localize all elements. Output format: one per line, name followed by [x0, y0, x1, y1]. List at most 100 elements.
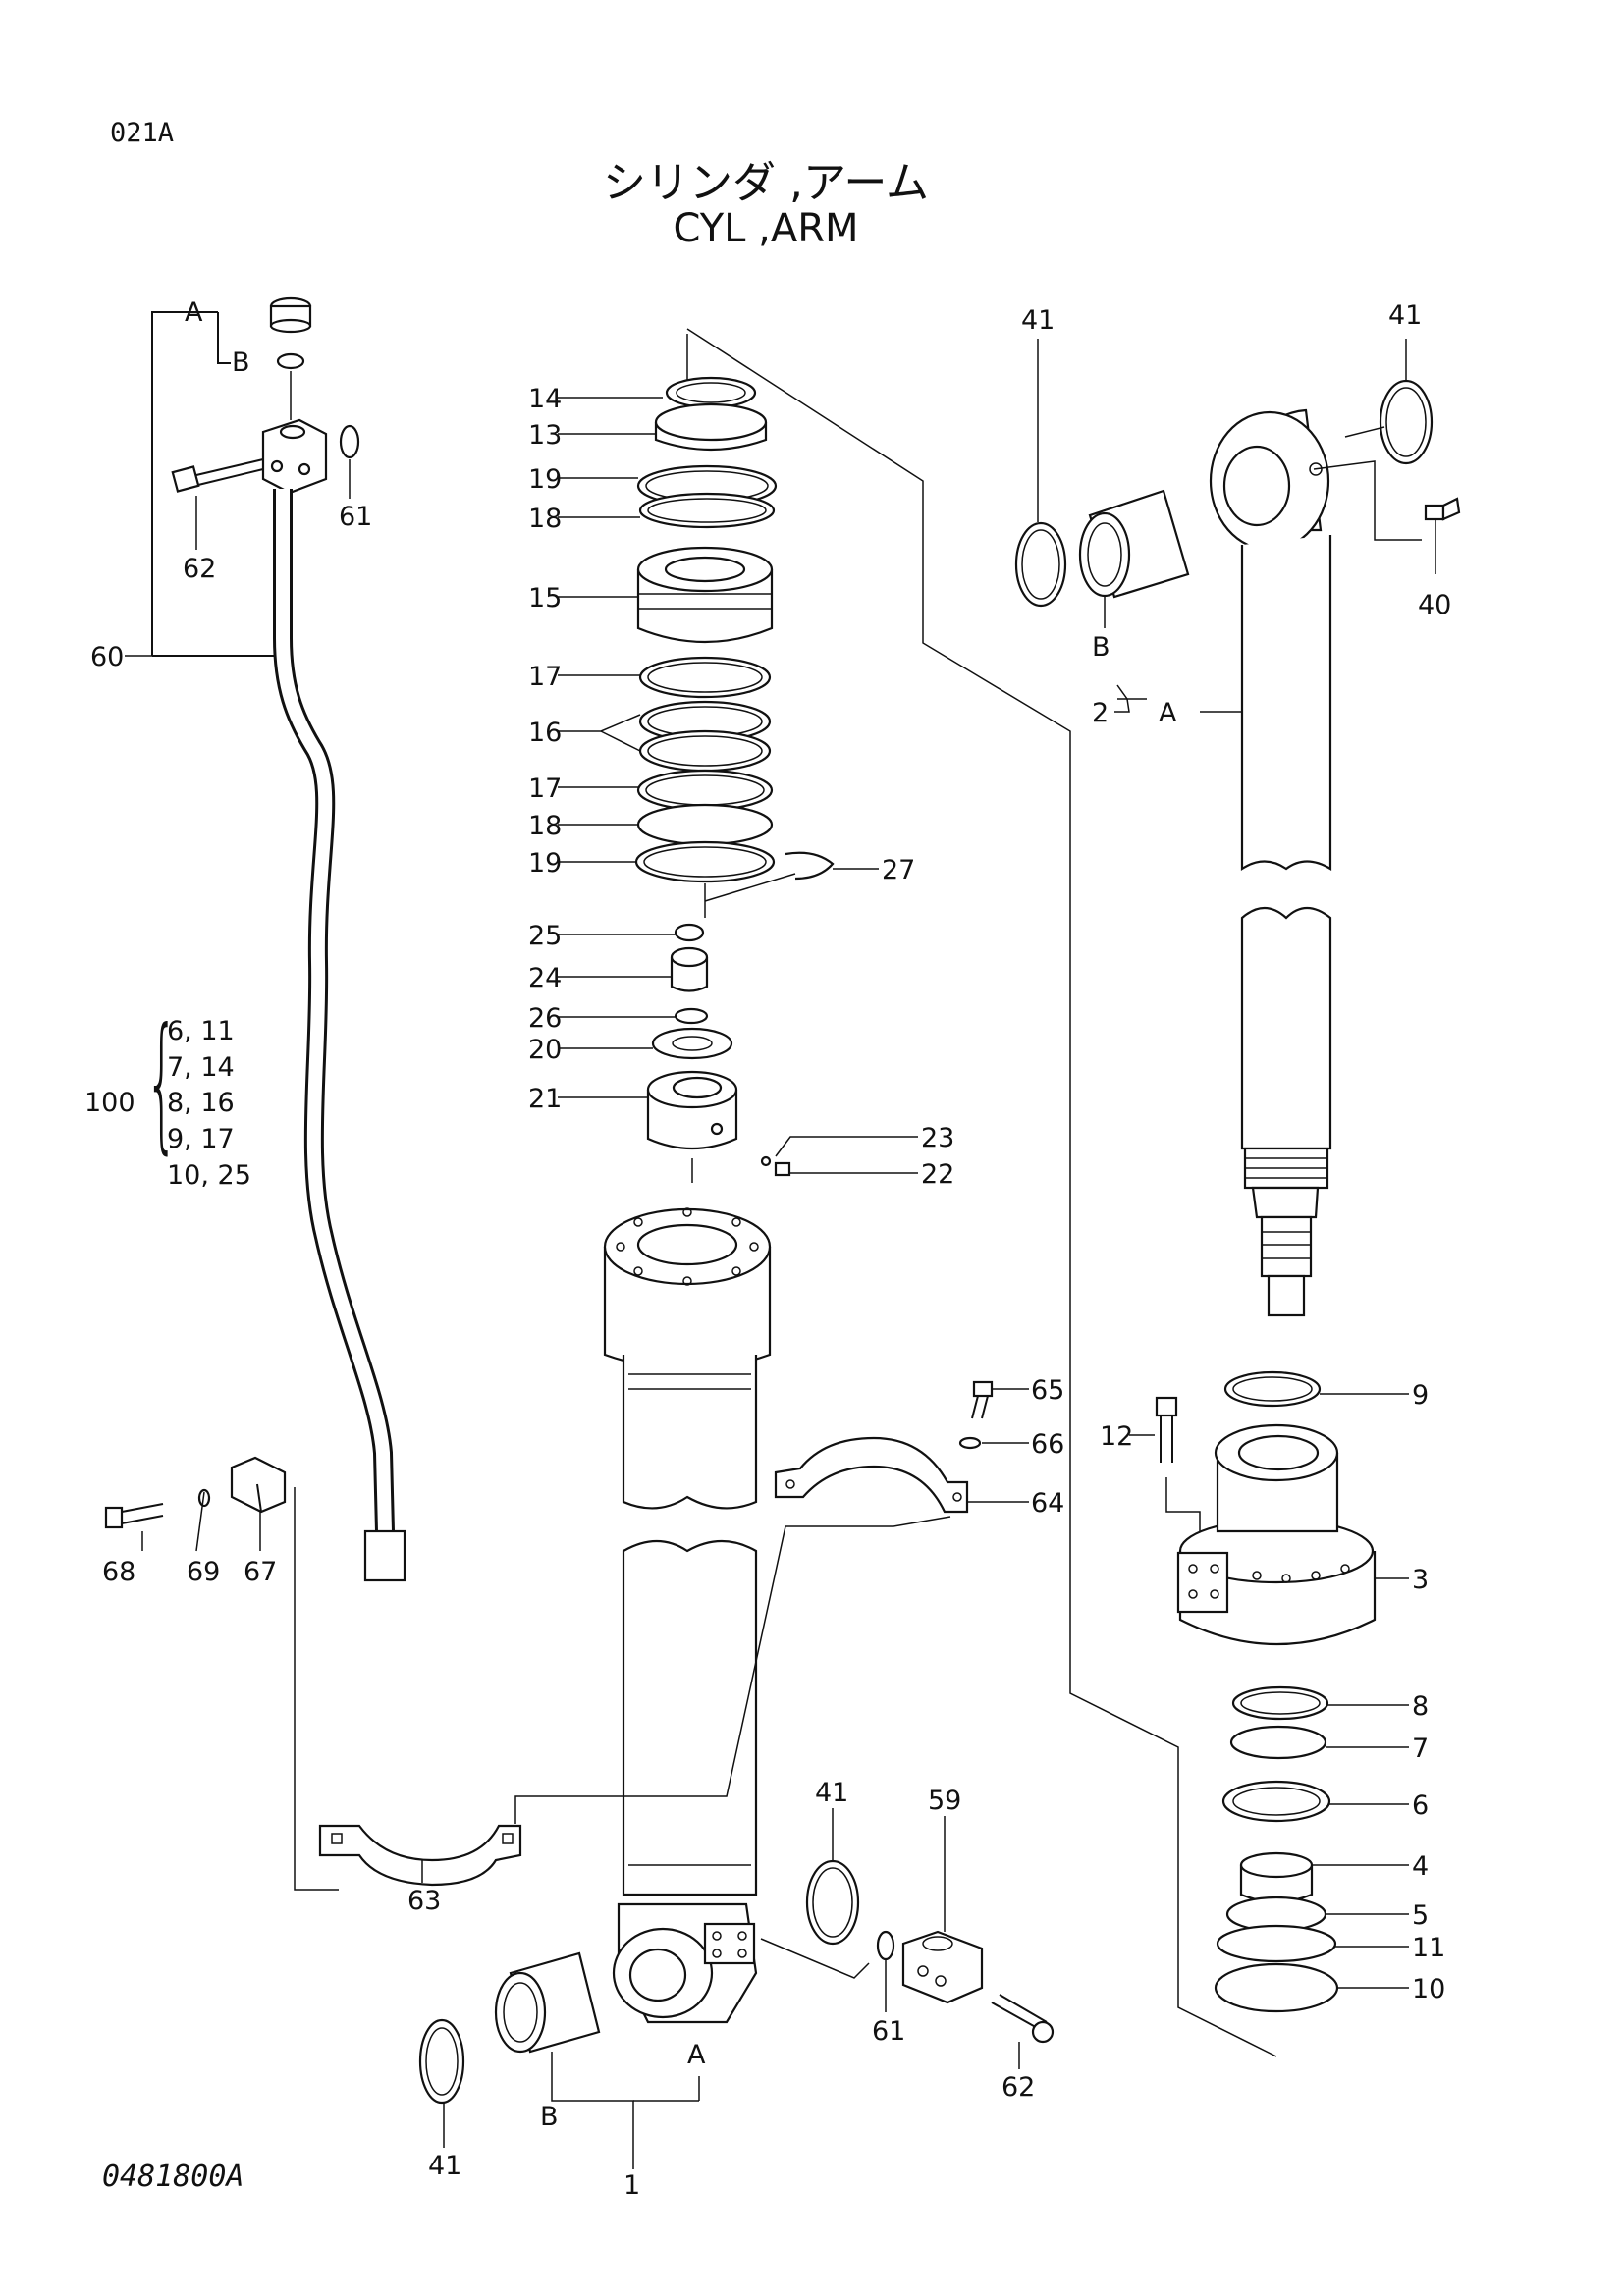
seal-ring-icon [1231, 1685, 1329, 1721]
callout-label: 17 [528, 774, 562, 804]
callout-label: 26 [528, 1003, 562, 1034]
title-english: CYL ,ARM [673, 206, 859, 251]
pipe-assembly [151, 296, 406, 1582]
callout-label: 12 [1100, 1421, 1133, 1452]
callout-label: 59 [928, 1786, 961, 1816]
callout-label: 24 [528, 963, 562, 993]
callout-leaders [125, 339, 1436, 2169]
callout-label: 41 [1021, 305, 1055, 336]
seal-ring-icon [1216, 1924, 1337, 1963]
callout-label: 41 [1388, 300, 1422, 331]
bolt-icon [1155, 1396, 1178, 1463]
callout-label: 19 [528, 464, 562, 495]
rod-head-icon [1176, 1423, 1377, 1645]
bolt-icon [171, 458, 264, 493]
callout-label: 18 [528, 504, 562, 534]
callout-label: 3 [1412, 1565, 1429, 1595]
seal-ring-icon [1379, 379, 1434, 465]
callout-label: 62 [1001, 2072, 1035, 2103]
callout-numbers: 14 13 19 18 15 17 16 17 18 19 27 25 24 2… [90, 297, 1451, 2201]
plug-icon [269, 296, 312, 334]
callout-label: 21 [528, 1084, 562, 1114]
callout-label: 27 [882, 855, 915, 885]
callout-label: 8 [1412, 1691, 1429, 1722]
callout-label: 10 [1412, 1974, 1445, 2004]
clamp-block-icon [230, 1456, 287, 1514]
kit-line: 10, 25 [167, 1160, 251, 1191]
bushing-icon [494, 1951, 601, 2054]
assembly-guide-lines [294, 328, 1422, 2057]
callout-label: 68 [102, 1557, 135, 1587]
callout-label: 60 [90, 642, 124, 672]
kit-line: 7, 14 [167, 1052, 235, 1083]
seal-ring-icon [418, 2018, 465, 2105]
grease-nipple-icon [1424, 497, 1461, 521]
bolt-icon [971, 1380, 994, 1419]
callout-label: 5 [1412, 1900, 1429, 1931]
seal-ring-icon [1223, 1370, 1322, 1408]
callout-label: A [687, 2040, 706, 2070]
seal-ring-icon [1014, 521, 1067, 608]
bolt-icon [991, 1994, 1055, 2044]
seal-ring-icon [805, 1859, 860, 1946]
o-ring-icon [339, 424, 360, 459]
callout-label: 23 [921, 1123, 954, 1153]
kit-line: 9, 17 [167, 1124, 235, 1154]
callout-label: 2 [1092, 698, 1109, 728]
bushing-icon [1239, 1851, 1314, 1903]
callout-label: 64 [1031, 1488, 1064, 1519]
kit-line: 8, 16 [167, 1088, 235, 1118]
clamp-icon [318, 1824, 522, 1887]
callout-label: 19 [528, 848, 562, 879]
callout-label: B [232, 347, 250, 378]
callout-label: 65 [1031, 1375, 1064, 1406]
callout-label: 18 [528, 811, 562, 841]
callout-label: 7 [1412, 1734, 1429, 1764]
bolt-icon [104, 1503, 164, 1529]
callout-label: 25 [528, 921, 562, 951]
callout-label: 67 [244, 1557, 277, 1587]
washer-icon [197, 1488, 211, 1508]
callout-label: 1 [623, 2170, 640, 2201]
kit-line: 6, 11 [167, 1016, 235, 1046]
callout-label: 15 [528, 583, 562, 614]
callout-label: 22 [921, 1159, 954, 1190]
callout-label: 16 [528, 718, 562, 748]
pipe-block-icon [261, 418, 328, 495]
callout-label: 69 [187, 1557, 220, 1587]
page-code: 021A [110, 118, 175, 148]
callout-label: 61 [339, 502, 372, 532]
seal-ring-icon [1229, 1725, 1327, 1760]
o-ring-icon [1214, 1962, 1339, 2013]
port-block-icon [901, 1930, 984, 2004]
kit-brace-icon: { [145, 997, 179, 1168]
callout-label: B [1092, 632, 1110, 663]
callout-label: 20 [528, 1035, 562, 1065]
callout-label: 17 [528, 662, 562, 692]
callout-label: 66 [1031, 1429, 1064, 1460]
pipe-nut-icon [363, 1529, 406, 1582]
washer-icon [958, 1436, 982, 1450]
bushing-icon [1078, 489, 1190, 599]
callout-label: 13 [528, 420, 562, 451]
callout-label: 14 [528, 384, 562, 414]
callout-label: 41 [815, 1778, 848, 1808]
callout-label: 11 [1412, 1933, 1445, 1963]
drawing-number: 0481800A [102, 2160, 244, 2194]
callout-label: 6 [1412, 1790, 1429, 1821]
seal-ring-icon [1221, 1780, 1331, 1823]
callout-label: 63 [407, 1886, 441, 1916]
callout-label: A [185, 297, 203, 328]
center-stack [603, 334, 835, 2024]
callout-label: B [540, 2102, 559, 2132]
title-japanese: シリンダ ,アーム [602, 158, 929, 208]
piston-rod [1209, 408, 1332, 1317]
callout-label: 4 [1412, 1851, 1429, 1882]
callout-label: 40 [1418, 590, 1451, 620]
o-ring-icon [276, 352, 305, 370]
clamp-icon [774, 1436, 969, 1514]
callout-label: 41 [428, 2151, 461, 2181]
callout-label: 9 [1412, 1380, 1429, 1411]
o-ring-icon [876, 1930, 895, 1961]
